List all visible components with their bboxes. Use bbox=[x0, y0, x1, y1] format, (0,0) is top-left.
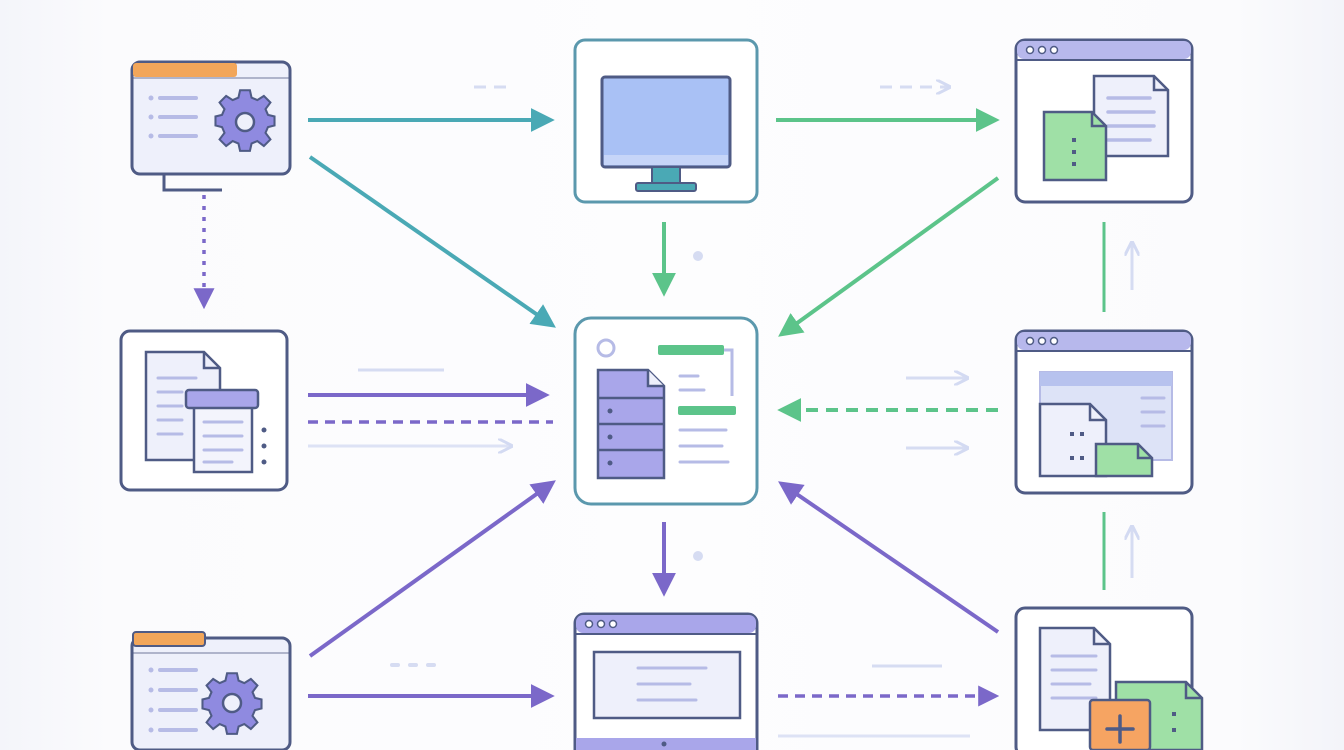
files-icon bbox=[1038, 402, 1154, 478]
cable-config-top bbox=[162, 175, 222, 192]
arrow-config-bottom-to-hub bbox=[308, 480, 556, 658]
documents-icon bbox=[1042, 74, 1170, 182]
server-icon bbox=[596, 368, 666, 480]
config-window-bottom[interactable] bbox=[130, 631, 292, 750]
connectors bbox=[162, 87, 1132, 738]
monitor-icon bbox=[635, 166, 697, 192]
config-window-top[interactable] bbox=[130, 60, 292, 176]
browser-window-bottom[interactable] bbox=[573, 612, 759, 750]
list-lines bbox=[148, 95, 198, 139]
dot-hub-browser bbox=[693, 551, 703, 561]
gear-icon bbox=[214, 89, 276, 152]
desktop-monitor[interactable] bbox=[573, 38, 759, 204]
central-server-hub[interactable] bbox=[573, 316, 759, 506]
browser-files-middle[interactable] bbox=[1014, 329, 1194, 495]
gear-icon bbox=[201, 672, 263, 735]
browser-documents-top[interactable] bbox=[1014, 38, 1194, 204]
document-icon bbox=[144, 350, 267, 474]
document-stack[interactable] bbox=[119, 329, 289, 492]
list-lines bbox=[148, 667, 198, 733]
plus-icon bbox=[1105, 714, 1135, 744]
document-add-bottom[interactable] bbox=[1014, 606, 1204, 750]
dot-monitor-hub bbox=[693, 251, 703, 261]
browser-icon bbox=[576, 650, 756, 750]
arrow-config-to-hub bbox=[308, 155, 556, 328]
add-file-icon bbox=[1038, 626, 1204, 750]
arrow-browser-to-hub bbox=[778, 176, 1000, 337]
arrow-add-to-hub bbox=[778, 481, 1000, 634]
